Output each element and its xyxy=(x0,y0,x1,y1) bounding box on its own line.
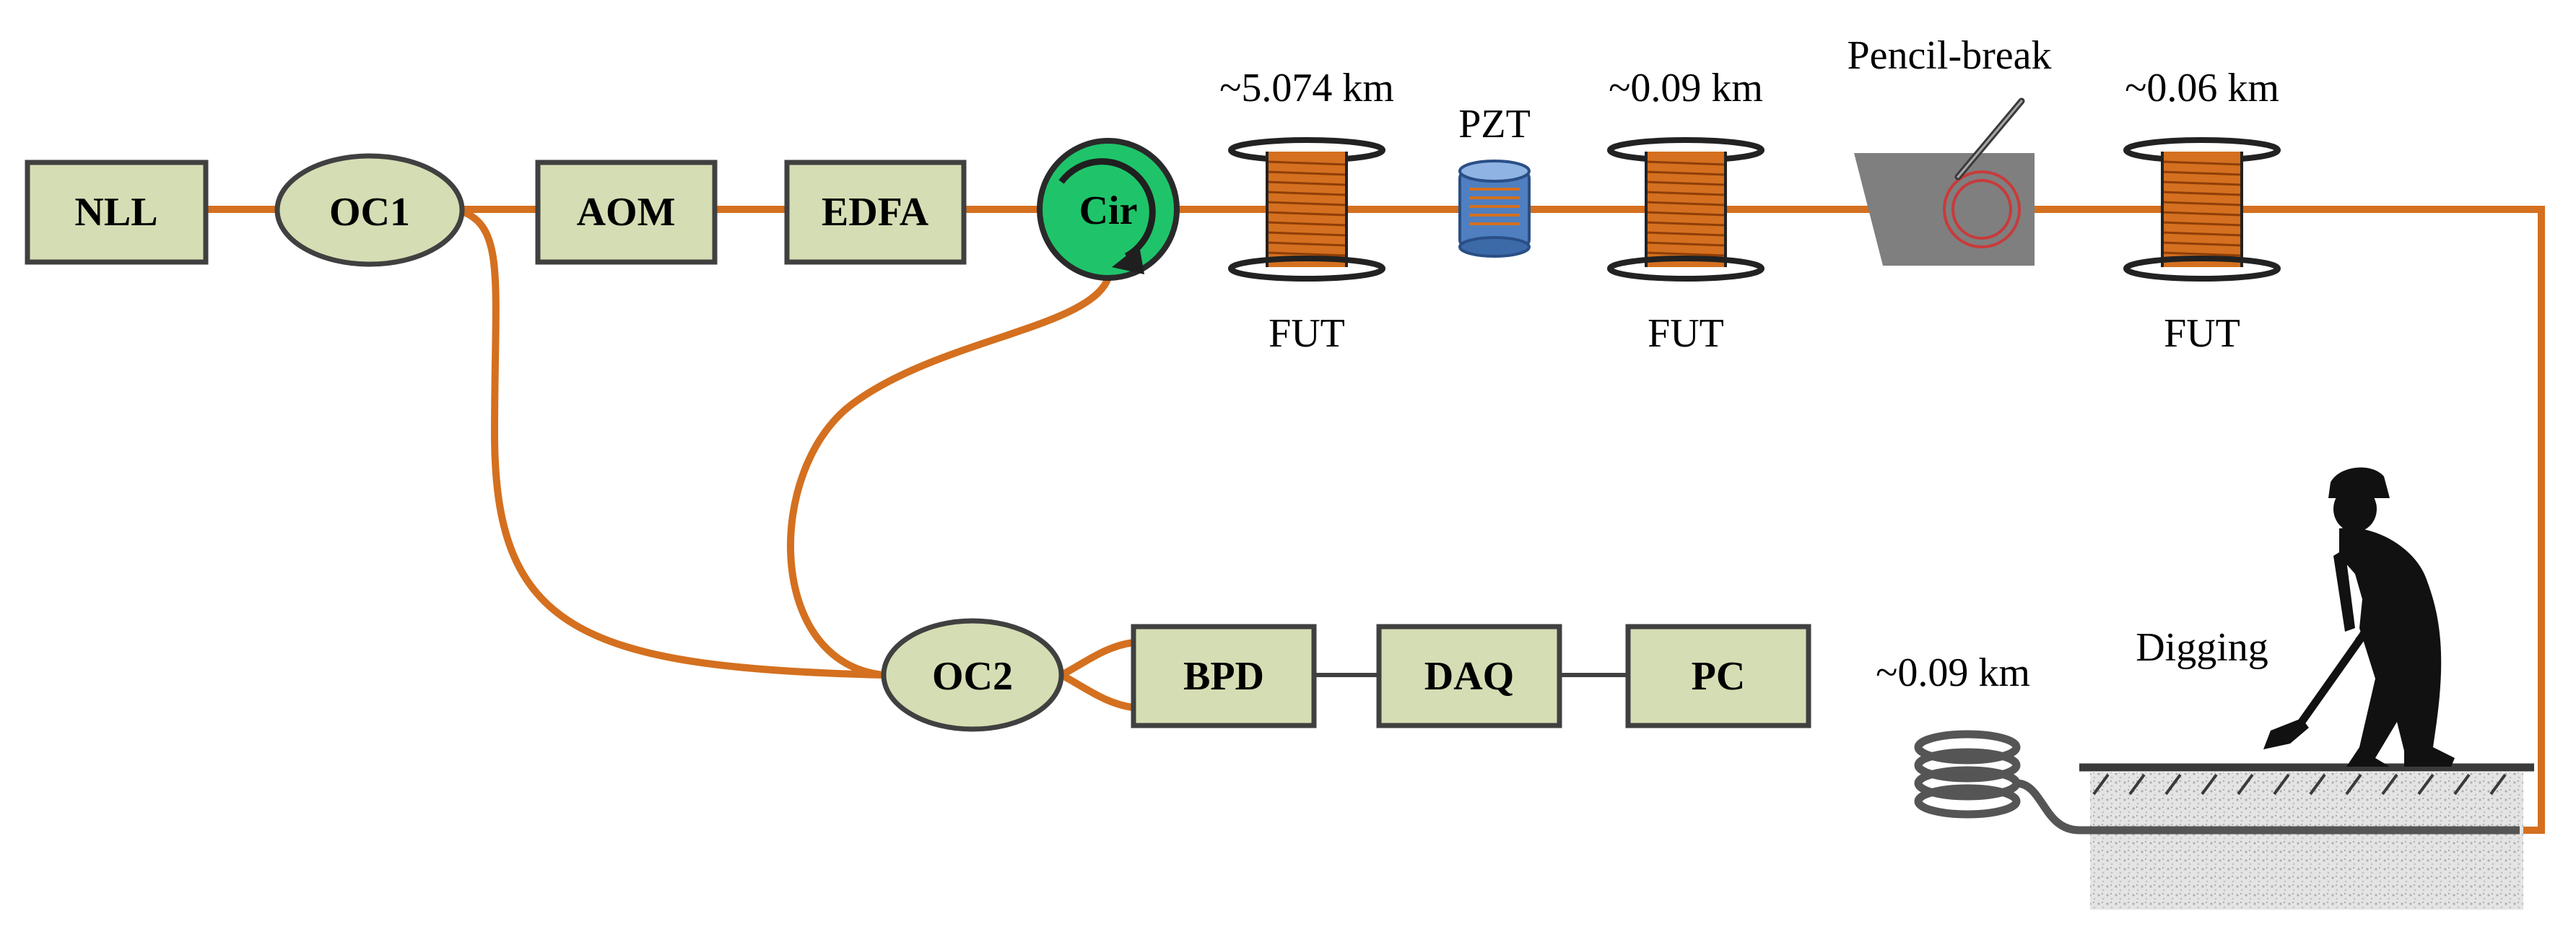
bpd-box xyxy=(1131,624,1317,728)
pc-box xyxy=(1625,624,1811,728)
nll-label: NLL xyxy=(74,190,157,235)
fut-spool-3-length: ~0.06 km xyxy=(2125,66,2279,110)
buried-fiber-length: ~0.09 km xyxy=(1876,650,2030,695)
oc2-label: OC2 xyxy=(932,654,1013,699)
digging-label: Digging xyxy=(2136,625,2268,670)
pzt-label: PZT xyxy=(1458,102,1531,147)
aom-box xyxy=(535,160,718,265)
oc1-label: OC1 xyxy=(329,190,410,235)
circulator: Cir xyxy=(1037,138,1180,281)
fut-spool-2-length: ~0.09 km xyxy=(1609,66,1763,110)
buried-fiber-coil-icon xyxy=(1914,730,2520,835)
pzt-icon xyxy=(1458,160,1531,258)
digging-worker-icon xyxy=(2263,467,2455,767)
fiber-paths xyxy=(202,206,2545,834)
pencil-break-label: Pencil-break xyxy=(1848,33,2052,78)
fut-spool-1-length: ~5.074 km xyxy=(1219,66,1394,110)
bpd-label: BPD xyxy=(1183,654,1264,699)
cir-label: Cir xyxy=(1079,188,1138,233)
oc2-coupler xyxy=(881,618,1064,732)
pencil-icon xyxy=(1954,97,2025,180)
fiber-cir-oc2 xyxy=(787,274,1112,679)
pencil-break-plate-icon xyxy=(1854,153,2035,266)
fiber-main-trunk xyxy=(1173,206,2545,834)
fiber-oc2-bpd-lower xyxy=(1058,671,1137,711)
fut-spool-2-label: FUT xyxy=(1648,311,1724,356)
oc1-coupler xyxy=(274,153,465,267)
aom-label: AOM xyxy=(577,190,676,235)
edfa-label: EDFA xyxy=(822,190,929,235)
edfa-box xyxy=(784,160,967,265)
fut-spool-3-label: FUT xyxy=(2164,311,2240,356)
nll-box xyxy=(25,160,209,265)
fut-spool-1-label: FUT xyxy=(1269,311,1345,356)
daq-box xyxy=(1376,624,1562,728)
fiber-oc1-oc2 xyxy=(462,209,888,679)
daq-label: DAQ xyxy=(1424,654,1514,699)
fiber-oc2-bpd-upper xyxy=(1058,639,1137,679)
circulator-arrow-icon xyxy=(1058,158,1156,259)
soil-ground xyxy=(2090,772,2523,910)
circulator-arrowhead-icon xyxy=(1112,245,1144,274)
ground-hatching xyxy=(2092,773,2507,796)
pc-label: PC xyxy=(1692,654,1746,699)
